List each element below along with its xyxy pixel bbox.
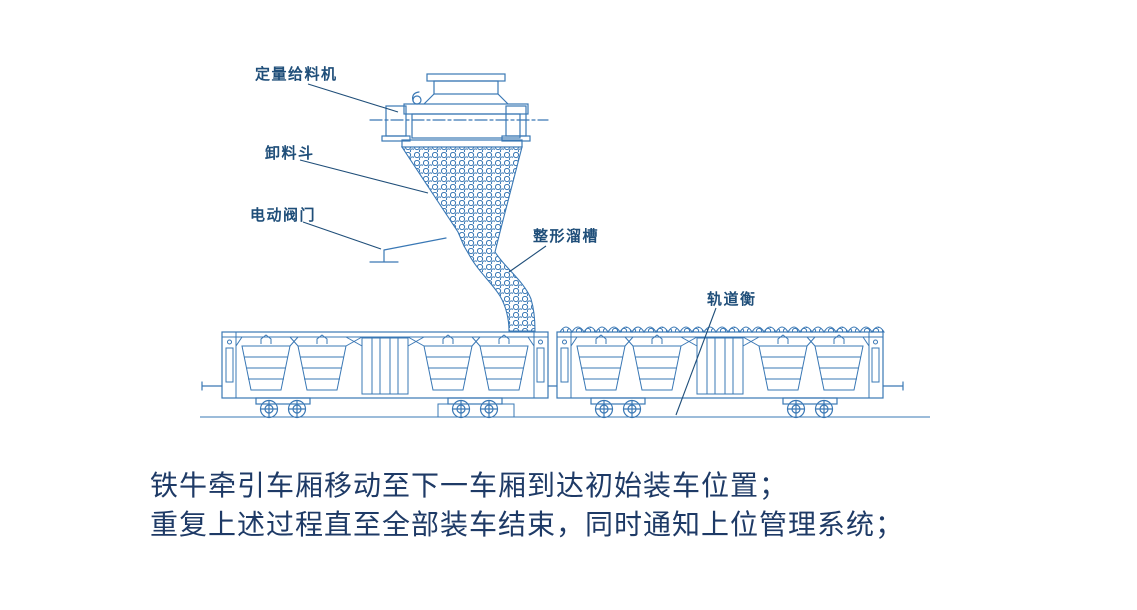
label-discharge-hopper: 卸料斗 [265, 144, 315, 162]
discharge-hopper [400, 139, 536, 332]
railcar-right [557, 332, 883, 418]
caption-line-1: 铁牛牵引车厢移动至下一车厢到达初始装车位置； [150, 470, 789, 501]
label-shaping-chute: 整形溜槽 [533, 227, 599, 245]
electric-valve [369, 237, 447, 263]
caption-line-2: 重复上述过程直至全部装车结束，同时通知上位管理系统； [150, 509, 905, 540]
caption: 铁牛牵引车厢移动至下一车厢到达初始装车位置； 重复上述过程直至全部装车结束，同时… [150, 466, 904, 544]
leader-lines [299, 83, 717, 416]
railcar-left [222, 332, 548, 418]
track-scale-platform [437, 403, 515, 418]
label-track-scale: 轨道衡 [707, 290, 757, 308]
coupler-left [201, 381, 223, 391]
coupler-right [882, 381, 904, 391]
material-stream [400, 146, 536, 332]
train-loading-system-diagram: 定量给料机 卸料斗 电动阀门 整形溜槽 轨道衡 [200, 65, 930, 450]
label-electric-valve: 电动阀门 [250, 206, 316, 224]
label-feeder: 定量给料机 [255, 65, 338, 83]
material-heap [559, 326, 885, 334]
feeder-assembly [369, 73, 549, 142]
